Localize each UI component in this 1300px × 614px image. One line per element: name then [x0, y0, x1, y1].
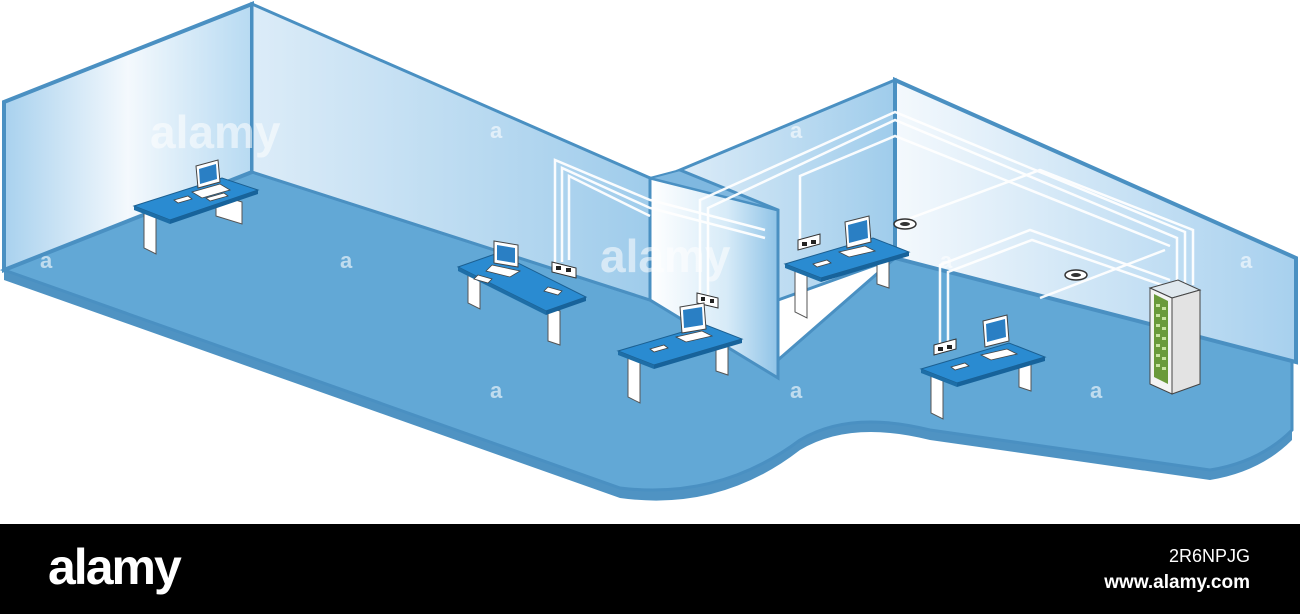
floor [0, 170, 1294, 492]
watermarks: alamy alamy a a a a a a a a a [40, 106, 1253, 403]
desk-with-computer [783, 215, 911, 319]
watermark-mark: a [790, 378, 803, 403]
watermark-mark: a [790, 118, 803, 143]
desk-with-computer [456, 240, 588, 346]
cable-runs [553, 110, 1195, 345]
office-network-diagram: alamy alamy a a a a a a a a a [0, 1, 1298, 501]
ceiling-access-point [1064, 269, 1088, 281]
watermark-mark: a [940, 248, 953, 273]
wall-outlet [797, 233, 821, 251]
site-url: www.alamy.com [1104, 572, 1250, 593]
footer-bar: alamy 2R6NPJG www.alamy.com [0, 524, 1300, 614]
desk-with-computer [132, 159, 260, 255]
wall-outlet [933, 338, 957, 356]
watermark-text: alamy [150, 106, 281, 158]
ceiling-access-point [893, 218, 917, 230]
desk-with-computer [616, 302, 744, 404]
floor-edge [4, 270, 1292, 501]
watermark-mark: a [1090, 378, 1103, 403]
watermark-mark: a [1240, 248, 1253, 273]
watermark-mark: a [490, 378, 503, 403]
image-id: 2R6NPJG [1168, 546, 1250, 566]
wall-outlet [551, 261, 577, 279]
alamy-logo: alamy [48, 539, 182, 595]
watermark-mark: a [340, 248, 353, 273]
watermark-mark: a [490, 118, 503, 143]
desk-with-computer [919, 314, 1047, 420]
server-rack [1148, 279, 1202, 395]
watermark-mark: a [40, 248, 53, 273]
watermark-text: alamy [600, 230, 731, 282]
